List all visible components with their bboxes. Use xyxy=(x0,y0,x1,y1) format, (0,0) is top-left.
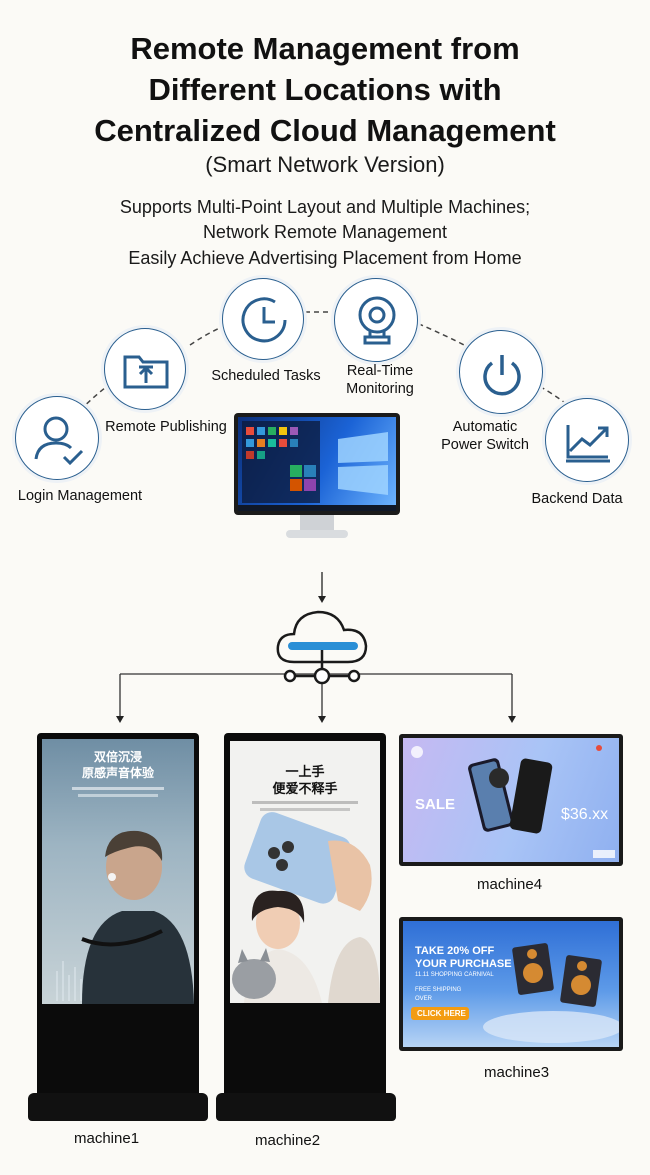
description-line-3: Easily Achieve Advertising Placement fro… xyxy=(128,248,522,268)
real-time-monitoring-circle xyxy=(334,278,418,362)
power-icon xyxy=(483,355,521,396)
machine2-base xyxy=(216,1093,396,1121)
feature-connector-arc xyxy=(61,311,586,430)
remote-publishing-label: Remote Publishing xyxy=(105,419,227,435)
monitor-foot xyxy=(286,530,348,538)
folder-upload-icon xyxy=(123,355,169,389)
machine1-headline-1: 双倍沉浸 xyxy=(93,750,142,764)
page-title: Remote Management from Different Locatio… xyxy=(0,28,650,151)
machine3-screen: TAKE 20% OFF YOUR PURCHASE 11.11 SHOPPIN… xyxy=(403,921,619,1047)
machine3-line-4: FREE SHIPPING xyxy=(415,987,462,993)
machine4-price-text: $36.xx xyxy=(561,806,609,823)
machine2-headline-2: 便爱不释手 xyxy=(272,781,338,796)
machine3-line-2: YOUR PURCHASE xyxy=(415,958,512,970)
machine3-click-button: CLICK HERE xyxy=(417,1009,466,1018)
title-line-1: Remote Management from xyxy=(130,31,520,66)
machine4-screen: SALE $36.xx xyxy=(403,738,619,862)
cloud-network-icon xyxy=(276,610,368,685)
description-line-1: Supports Multi-Point Layout and Multiple… xyxy=(119,197,531,217)
scheduled-tasks-label: Scheduled Tasks xyxy=(211,368,321,384)
speakers-ad-graphic xyxy=(411,943,619,1043)
real-time-monitoring-line-2: Monitoring xyxy=(346,381,414,397)
user-check-icon xyxy=(34,416,84,466)
monitor-neck xyxy=(300,515,334,531)
title-line-3: Centralized Cloud Management xyxy=(94,113,556,148)
machine4-sale-text: SALE xyxy=(415,796,456,813)
remote-publishing-circle xyxy=(104,328,186,410)
backend-data-label: Backend Data xyxy=(531,491,623,507)
machine4-display: SALE $36.xx xyxy=(399,734,623,866)
scheduled-tasks-circle xyxy=(222,278,304,360)
machine3-line-3: 11.11 SHOPPING CARNIVAL xyxy=(415,972,494,978)
login-management-label: Login Management xyxy=(17,488,143,504)
windows-desktop-graphic xyxy=(238,421,396,511)
clock-icon xyxy=(241,297,287,343)
automatic-power-switch-circle xyxy=(459,330,543,414)
machine3-label: machine3 xyxy=(484,1064,550,1081)
title-line-2: Different Locations with xyxy=(148,72,502,107)
machine1-screen: 双倍沉浸 原感声音体验 xyxy=(42,739,194,1004)
machine3-display: TAKE 20% OFF YOUR PURCHASE 11.11 SHOPPIN… xyxy=(399,917,623,1051)
automatic-power-switch-label: Automatic Power Switch xyxy=(425,418,545,454)
power-switch-line-1: Automatic xyxy=(452,419,518,435)
chart-trend-icon xyxy=(566,425,610,463)
machine2-screen: 一上手 便爱不释手 xyxy=(230,741,380,1003)
page-subtitle: (Smart Network Version) xyxy=(205,152,445,177)
webcam-icon xyxy=(358,296,396,345)
desktop-screen xyxy=(238,417,396,511)
machine3-line-5: OVER xyxy=(415,996,433,1002)
machine1-headline-2: 原感声音体验 xyxy=(81,766,154,780)
login-management-circle xyxy=(15,396,99,480)
machine2-kiosk: 一上手 便爱不释手 xyxy=(224,733,386,1098)
power-switch-line-2: Power Switch xyxy=(441,437,529,453)
machine4-label: machine4 xyxy=(477,876,543,893)
machine1-label: machine1 xyxy=(74,1130,140,1147)
machine2-headline-1: 一上手 xyxy=(285,764,325,779)
man-with-earbuds-graphic xyxy=(56,787,194,1004)
backend-data-circle xyxy=(545,398,629,482)
machine3-line-1: TAKE 20% OFF xyxy=(415,945,495,957)
phones-ad-graphic xyxy=(411,745,615,858)
machine2-label: machine2 xyxy=(255,1132,321,1149)
woman-with-phone-graphic xyxy=(232,801,380,1003)
machine1-base xyxy=(28,1093,208,1121)
real-time-monitoring-line-1: Real-Time xyxy=(346,363,414,379)
desktop-monitor xyxy=(234,413,400,515)
machine1-kiosk: 双倍沉浸 原感声音体验 xyxy=(37,733,199,1098)
real-time-monitoring-label: Real-Time Monitoring xyxy=(310,362,450,398)
description-line-2: Network Remote Management xyxy=(202,222,448,242)
